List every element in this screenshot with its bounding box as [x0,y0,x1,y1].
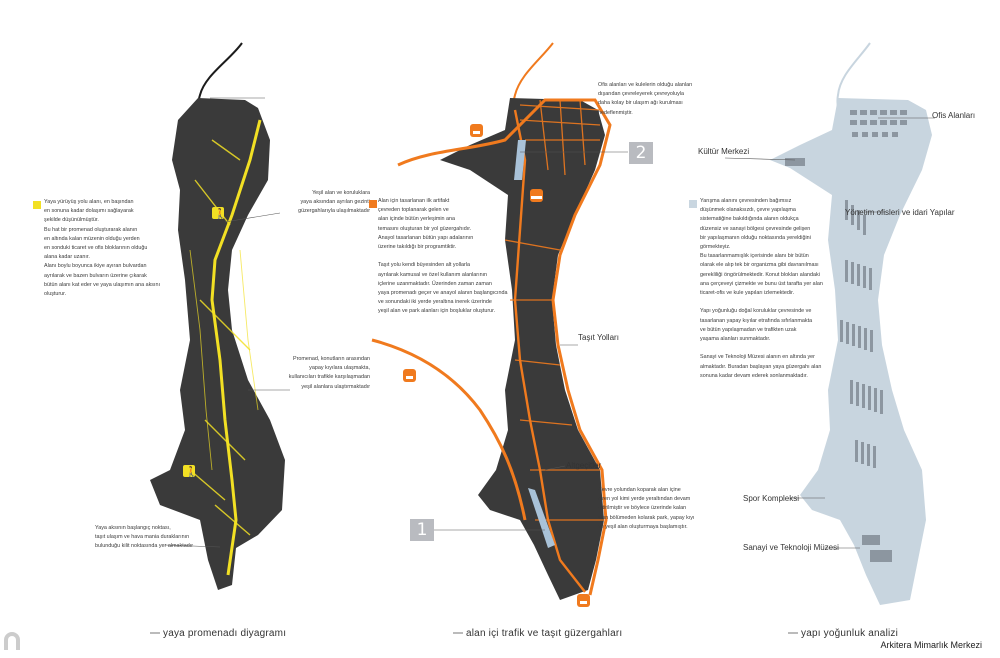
number-box-2: 2 [629,142,653,164]
pedestrian-note: Yaya yürüyüş yolu alanı, en başından en … [44,199,160,298]
svg-text:🚶: 🚶 [185,465,197,478]
promenade-branch-1 [189,139,251,536]
car-badge-1 [470,124,483,137]
car-badge-2 [530,189,543,202]
pedestrian-icon-top [212,207,224,219]
promenade-path-1 [210,119,262,576]
promenad-note: Promenad, konutların arasından yapay kıy… [288,356,370,390]
label-underpass: Altgeçitler [566,461,602,470]
label-sport: Spor Kompleksi [743,494,800,503]
car-badge-3 [403,369,416,382]
svg-text:🚶: 🚶 [214,207,226,220]
ring-note: Çevre yolundan koparak alan içine giren … [598,487,695,530]
culture-center-block [785,158,805,166]
grid-roads [504,99,604,521]
start-note: Yaya aksının başlangıç noktası, taşıt ul… [95,525,193,550]
car-badge-4 [577,594,590,607]
panel-traffic-map [371,42,628,607]
offices-note: Ofis alanları ve kulelerin olduğu alanla… [598,82,693,116]
caption-density: yapı yoğunluk analizi [788,628,898,639]
page-corner-mark [4,632,20,650]
pedestrian-icon-bottom [183,465,195,477]
traffic-note: Alan için tasarlanan ilk artifakt çevred… [378,198,508,315]
main-road [513,109,586,593]
credit-text: Arkitera Mimarlık Merkezi [876,640,986,650]
panel-pedestrian-map: 🚶 🚶 [150,42,290,590]
legend-marker-orange [369,200,377,208]
legend-marker-yellow [33,201,41,209]
number-box-1: 1 [410,519,434,541]
label-admin: Yönetim ofisleri ve idari Yapılar [845,208,955,217]
panel-density-map [724,42,935,605]
promenade-minor-1 [189,249,259,471]
site-footprint-3 [770,98,932,605]
density-note: Yarışma alanını çevresinden bağımsız düş… [700,198,823,379]
green-note: Yeşil alan ve koruluklara yaya aksından … [298,190,370,215]
site-footprint-2 [440,98,605,600]
label-offices: Ofis Alanları [932,111,976,120]
building-blocks [840,110,907,562]
label-culture: Kültür Merkezi [698,147,750,156]
label-roads: Taşıt Yolları [578,333,619,342]
caption-pedestrian: yaya promenadı diyagramı [150,628,286,639]
caption-traffic: alan içi trafik ve taşıt güzergahları [453,628,622,639]
label-museum: Sanayi ve Teknoloji Müzesi [743,543,839,552]
legend-marker-blue [689,200,697,208]
underpass-water-bottom [528,488,555,548]
underpass-water-top [514,140,526,180]
west-road [371,338,527,521]
